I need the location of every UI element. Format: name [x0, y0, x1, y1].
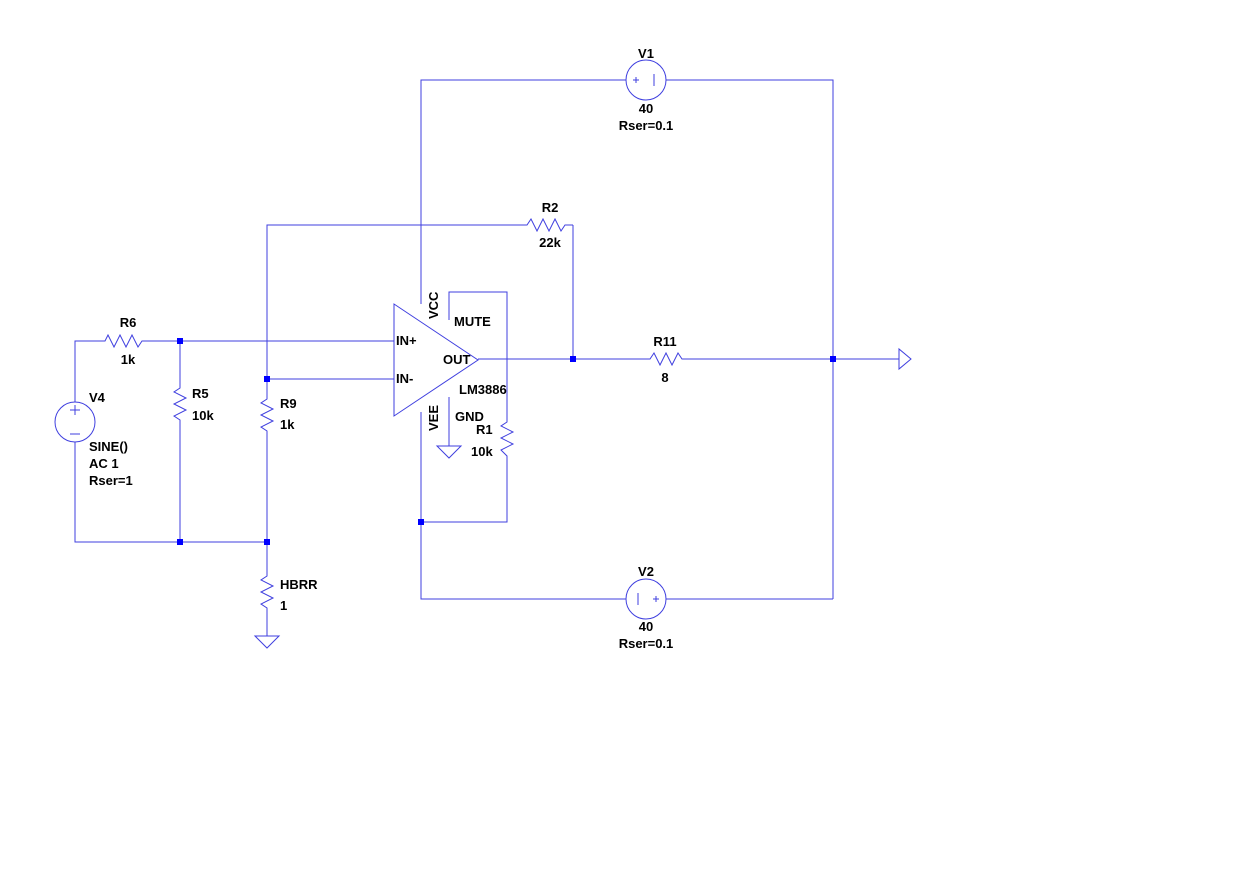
source-v2[interactable]: V2 40 Rser=0.1: [619, 564, 674, 651]
r6-symbol: [100, 333, 148, 349]
r9-symbol: [259, 395, 275, 435]
v1-name: V1: [638, 46, 654, 61]
wire-v4-top[interactable]: [74, 340, 100, 402]
pin-label-out: OUT: [443, 352, 471, 367]
r5-symbol: [172, 384, 188, 424]
pin-label-mute: MUTE: [454, 314, 491, 329]
resistor-r6[interactable]: R6 1k: [100, 315, 148, 367]
hbrr-symbol: [259, 572, 275, 612]
r2-symbol: [521, 217, 573, 233]
junction-node: [418, 519, 424, 525]
opamp-triangle: [393, 303, 479, 417]
wire-vee-v2[interactable]: [420, 412, 626, 600]
pin-label-gnd: GND: [455, 409, 484, 424]
wire-v1-right[interactable]: [666, 79, 834, 599]
r2-name: R2: [542, 200, 559, 215]
r1-symbol: [499, 418, 515, 462]
r1-name: R1: [476, 422, 493, 437]
r9-name: R9: [280, 396, 297, 411]
v4-ac: AC 1: [89, 456, 119, 471]
r5-value: 10k: [192, 408, 214, 423]
junction-nodes: [177, 338, 836, 545]
pin-label-in-plus: IN+: [396, 333, 417, 348]
resistor-hbrr[interactable]: HBRR 1: [259, 572, 318, 613]
v2-value: 40: [639, 619, 653, 634]
pin-label-in-minus: IN-: [396, 371, 413, 386]
r1-value: 10k: [471, 444, 493, 459]
junction-node: [570, 356, 576, 362]
r6-name: R6: [120, 315, 137, 330]
v1-value: 40: [639, 101, 653, 116]
resistor-r1[interactable]: R1 10k: [471, 418, 515, 462]
v4-rser: Rser=1: [89, 473, 133, 488]
r11-symbol: [645, 351, 686, 367]
r2-value: 22k: [539, 235, 561, 250]
ground-symbol-hbrr: [253, 635, 281, 649]
v4-symbol: [54, 401, 96, 443]
wire-r1-bottom[interactable]: [421, 462, 508, 523]
resistor-r5[interactable]: R5 10k: [172, 384, 214, 424]
wire-feedback-left[interactable]: [266, 224, 521, 379]
hbrr-value: 1: [280, 598, 287, 613]
v4-func: SINE(): [89, 439, 128, 454]
opamp-lm3886[interactable]: IN+ IN- OUT VCC VEE MUTE GND LM3886: [393, 291, 507, 431]
v2-symbol: [625, 578, 667, 620]
resistor-r2[interactable]: R2 22k: [521, 200, 573, 250]
v4-name: V4: [89, 390, 106, 405]
pin-label-vee: VEE: [426, 405, 441, 431]
r11-value: 8: [661, 370, 668, 385]
wires: [74, 79, 899, 636]
junction-node: [264, 539, 270, 545]
wire-vcc-v1[interactable]: [420, 79, 626, 304]
r5-name: R5: [192, 386, 209, 401]
v1-polarity: [633, 74, 655, 86]
pin-label-vcc: VCC: [426, 291, 441, 319]
v2-rser: Rser=0.1: [619, 636, 674, 651]
v2-name: V2: [638, 564, 654, 579]
wire-mute[interactable]: [448, 291, 508, 418]
v4-polarity: [70, 405, 80, 435]
source-v4[interactable]: V4 SINE() AC 1 Rser=1: [54, 390, 133, 488]
output-net-flag[interactable]: [898, 347, 912, 371]
r6-value: 1k: [121, 352, 136, 367]
r11-name: R11: [653, 334, 676, 349]
v1-symbol: [625, 59, 667, 101]
resistor-r11[interactable]: R11 8: [645, 334, 686, 385]
opamp-model-label: LM3886: [459, 382, 507, 397]
v1-rser: Rser=0.1: [619, 118, 674, 133]
v2-polarity: [637, 593, 659, 605]
source-v1[interactable]: V1 40 Rser=0.1: [619, 46, 674, 133]
junction-node: [177, 539, 183, 545]
junction-node: [830, 356, 836, 362]
ground-symbol-opamp: [435, 445, 463, 459]
junction-node: [177, 338, 183, 344]
hbrr-name: HBRR: [280, 577, 318, 592]
r9-value: 1k: [280, 417, 295, 432]
resistor-r9[interactable]: R9 1k: [259, 395, 297, 435]
junction-node: [264, 376, 270, 382]
wire-v4-bottom[interactable]: [74, 442, 267, 543]
